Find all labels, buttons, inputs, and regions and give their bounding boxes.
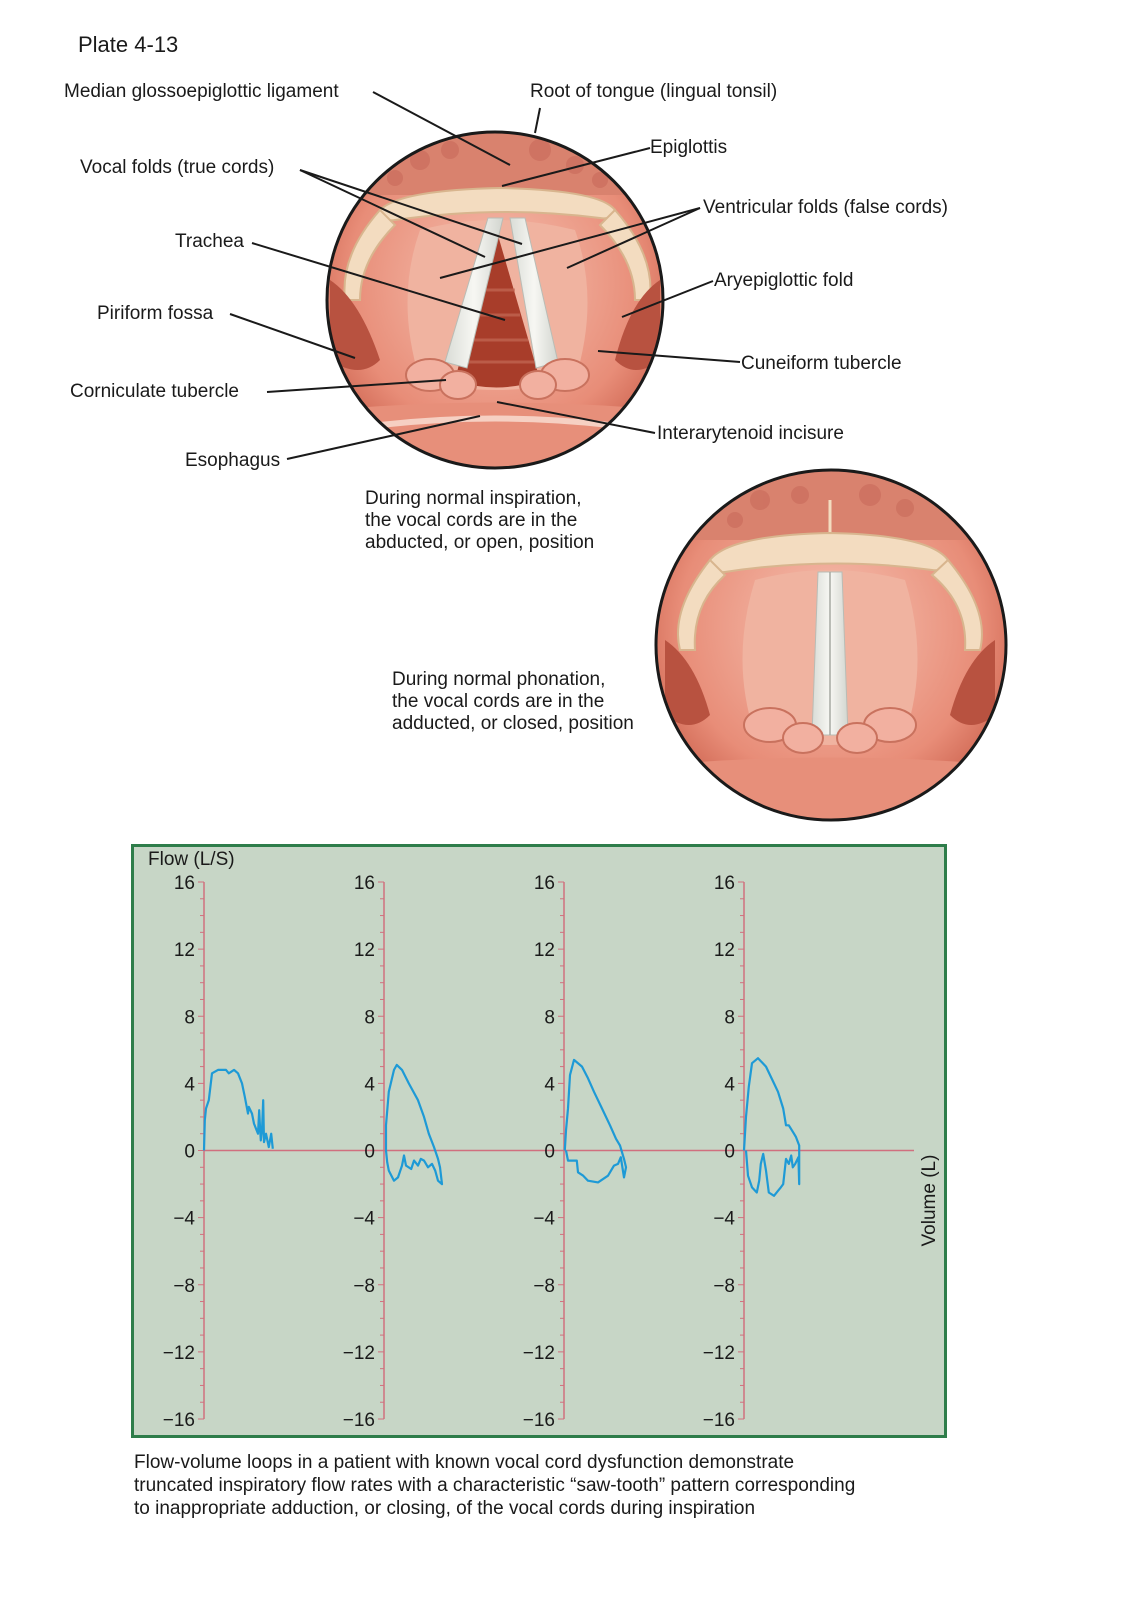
label-esophagus: Esophagus [185, 450, 281, 471]
tick-label: −16 [163, 1410, 195, 1431]
label-cuneiform-tubercle: Cuneiform tubercle [741, 353, 902, 374]
flow-volume-loop-1 [202, 1068, 274, 1151]
tick-label: −8 [173, 1276, 195, 1297]
label-corniculate-tubercle: Corniculate tubercle [70, 381, 239, 402]
tick-label: 8 [184, 1007, 195, 1028]
figure-caption-line: truncated inspiratory flow rates with a … [134, 1475, 856, 1496]
caption-inspiration: During normal inspiration, the vocal cor… [365, 488, 594, 554]
tick-label: 0 [724, 1142, 735, 1163]
caption-phonation-line: During normal phonation, [392, 669, 606, 690]
label-trachea: Trachea [175, 231, 244, 252]
flow-volume-loop-2 [384, 1063, 444, 1186]
tick-label: −12 [523, 1343, 555, 1364]
tick-label: 4 [544, 1074, 555, 1095]
caption-phonation: During normal phonation, the vocal cords… [392, 669, 634, 735]
tick-label: 12 [354, 940, 375, 961]
tick-label: −8 [533, 1276, 555, 1297]
tick-label: −4 [173, 1209, 195, 1230]
caption-phonation-line: the vocal cords are in the [392, 691, 605, 712]
label-interarytenoid-incisure: Interarytenoid incisure [657, 423, 844, 444]
label-root-of-tongue: Root of tongue (lingual tonsil) [530, 81, 778, 102]
tick-label: 4 [184, 1074, 195, 1095]
figure-caption: Flow-volume loops in a patient with know… [134, 1451, 855, 1520]
tick-label: 8 [364, 1007, 375, 1028]
tick-label: −4 [533, 1209, 555, 1230]
label-aryepiglottic-fold: Aryepiglottic fold [714, 270, 854, 291]
caption-inspiration-line: the vocal cords are in the [365, 510, 578, 531]
tick-label: −4 [713, 1209, 735, 1230]
tick-label: 0 [184, 1142, 195, 1163]
caption-inspiration-line: During normal inspiration, [365, 488, 582, 509]
tick-label: −16 [343, 1410, 375, 1431]
tick-label: −12 [163, 1343, 195, 1364]
figure-caption-line: Flow-volume loops in a patient with know… [134, 1452, 795, 1473]
tick-label: 8 [544, 1007, 555, 1028]
tick-label: 0 [364, 1142, 375, 1163]
label-ventricular-folds: Ventricular folds (false cords) [703, 197, 948, 218]
tick-label: 16 [714, 873, 735, 894]
larynx-illustrations [229, 91, 1008, 822]
label-vocal-folds: Vocal folds (true cords) [80, 157, 275, 178]
tick-label: 12 [714, 940, 735, 961]
tick-label: 16 [354, 873, 375, 894]
tick-label: 4 [364, 1074, 375, 1095]
tick-label: 16 [174, 873, 195, 894]
caption-inspiration-line: abducted, or open, position [365, 532, 595, 553]
tick-label: −16 [523, 1410, 555, 1431]
y-axis-label: Flow (L/S) [148, 849, 235, 870]
tick-label: −12 [703, 1343, 735, 1364]
flow-volume-chart-panel: Flow (L/S) Volume (L) 16 12 8 4 0 −4 −8 −12 −16 16 1… [131, 844, 947, 1438]
tick-label: 4 [724, 1074, 735, 1095]
figure-caption-line: to inappropriate adduction, or closing, … [134, 1498, 756, 1519]
tick-label: 8 [724, 1007, 735, 1028]
tick-label: 16 [534, 873, 555, 894]
tick-label: −12 [343, 1343, 375, 1364]
larynx-closed-view [654, 468, 1008, 822]
flow-volume-loop-4 [742, 1057, 801, 1197]
caption-phonation-line: adducted, or closed, position [392, 713, 634, 734]
flow-volume-loop-3 [563, 1058, 628, 1184]
larynx-open-view [325, 130, 665, 470]
plate-number: Plate 4-13 [78, 32, 179, 57]
tick-label: 0 [544, 1142, 555, 1163]
x-axis-label: Volume (L) [919, 1155, 940, 1247]
flow-volume-chart: Flow (L/S) Volume (L) 16 12 8 4 0 −4 −8 −12 −16 16 1… [148, 849, 940, 1431]
label-epiglottis: Epiglottis [650, 137, 728, 158]
tick-label: 12 [534, 940, 555, 961]
tick-label: −4 [353, 1209, 375, 1230]
leader-lines [229, 91, 741, 460]
tick-label: −8 [353, 1276, 375, 1297]
tick-label: 12 [174, 940, 195, 961]
tick-label: −8 [713, 1276, 735, 1297]
label-median-glossoepiglottic-ligament: Median glossoepiglottic ligament [64, 81, 339, 102]
tick-label: −16 [703, 1410, 735, 1431]
label-piriform-fossa: Piriform fossa [97, 303, 214, 324]
